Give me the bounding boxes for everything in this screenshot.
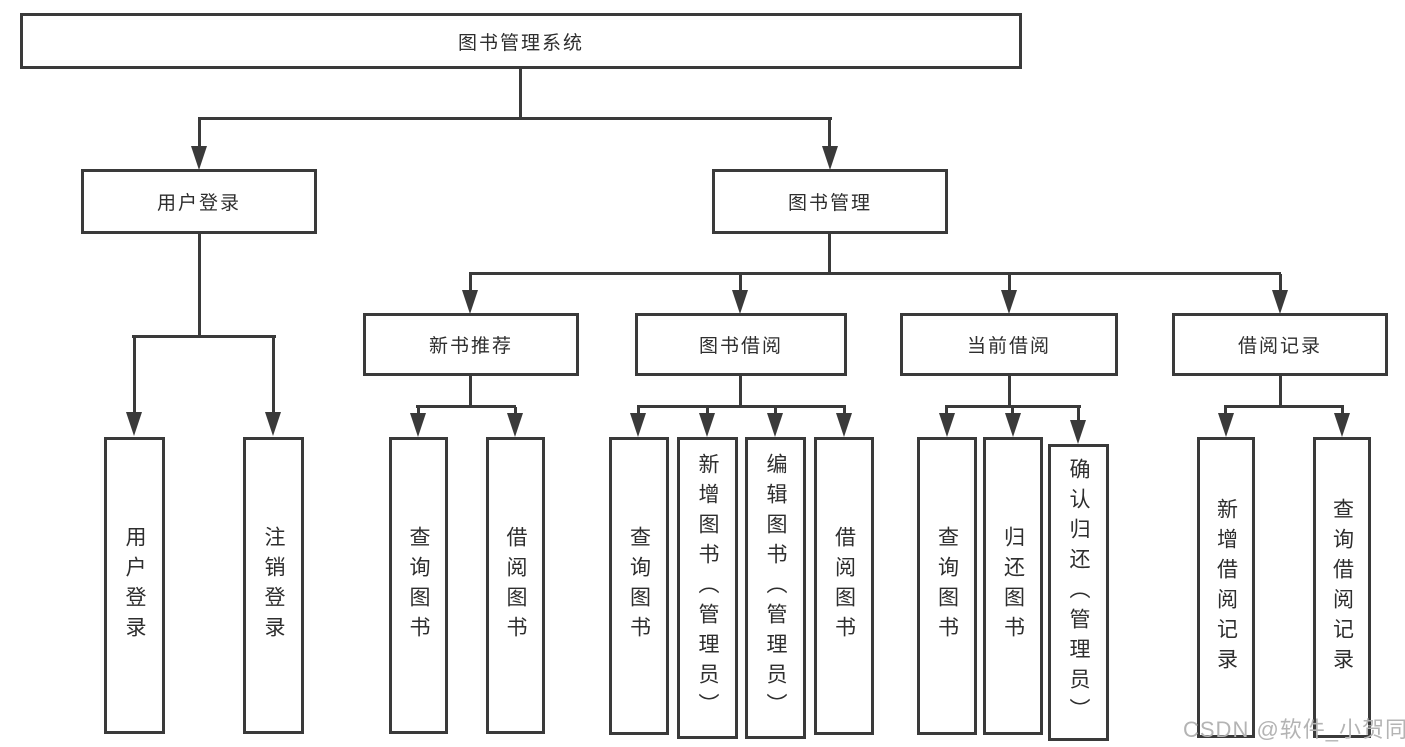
- node-user-login: 用户登录: [81, 169, 317, 234]
- leaf-borrowing-query-books: 查询图书: [609, 437, 669, 735]
- leaf-borrowing-borrow-books: 借阅图书: [814, 437, 874, 735]
- connector-line: [469, 272, 1281, 275]
- connector-line: [198, 117, 832, 120]
- leaf-label: 注销登录: [262, 525, 285, 646]
- connector-line: [1341, 407, 1344, 415]
- connector-line: [132, 335, 276, 338]
- arrow-down-icon: [836, 413, 852, 437]
- connector-line: [706, 407, 709, 415]
- connector-line: [1279, 376, 1282, 407]
- connector-line: [774, 407, 777, 415]
- connector-line: [739, 274, 742, 292]
- arrow-down-icon: [1218, 413, 1234, 437]
- connector-line: [739, 376, 742, 407]
- connector-line: [1008, 376, 1011, 407]
- connector-line: [469, 376, 472, 407]
- leaf-label: 编辑图书（管理员）: [764, 453, 787, 723]
- connector-line: [417, 407, 420, 415]
- arrow-down-icon: [1001, 290, 1017, 314]
- leaf-logout-login: 注销登录: [243, 437, 304, 734]
- leaf-current-query-books: 查询图书: [917, 437, 977, 735]
- arrow-down-icon: [699, 413, 715, 437]
- node-new-book-recommend: 新书推荐: [363, 313, 579, 376]
- arrow-down-icon: [630, 413, 646, 437]
- leaf-label: 查询图书: [627, 526, 651, 646]
- connector-line: [198, 233, 201, 337]
- leaf-label: 借阅图书: [832, 526, 856, 646]
- connector-line: [198, 119, 201, 149]
- arrow-down-icon: [732, 290, 748, 314]
- leaf-borrowing-add-books-admin: 新增图书（管理员）: [677, 437, 738, 739]
- arrow-down-icon: [126, 412, 142, 436]
- leaf-label: 查询图书: [407, 525, 430, 646]
- connector-line: [416, 405, 516, 408]
- connector-line: [272, 337, 275, 413]
- connector-line: [1008, 274, 1011, 292]
- connector-line: [1224, 405, 1344, 408]
- arrow-down-icon: [410, 413, 426, 437]
- connector-line: [514, 407, 517, 415]
- arrow-down-icon: [265, 412, 281, 436]
- arrow-down-icon: [462, 290, 478, 314]
- leaf-label: 查询图书: [935, 526, 959, 646]
- arrow-down-icon: [1005, 413, 1021, 437]
- node-book-management: 图书管理: [712, 169, 948, 234]
- connector-line: [469, 274, 472, 292]
- arrow-down-icon: [507, 413, 523, 437]
- leaf-current-confirm-return-admin: 确认归还（管理员）: [1048, 444, 1109, 741]
- arrow-down-icon: [822, 146, 838, 170]
- connector-line: [637, 405, 846, 408]
- leaf-recommend-query-books: 查询图书: [389, 437, 448, 734]
- connector-line: [519, 68, 522, 119]
- node-borrowing-records: 借阅记录: [1172, 313, 1388, 376]
- leaf-label: 查询借阅记录: [1330, 497, 1354, 678]
- leaf-label: 用户登录: [123, 525, 146, 646]
- leaf-recommend-borrow-books: 借阅图书: [486, 437, 545, 734]
- leaf-label: 新增图书（管理员）: [696, 453, 719, 723]
- arrow-down-icon: [939, 413, 955, 437]
- connector-line: [828, 233, 831, 274]
- leaf-current-return-books: 归还图书: [983, 437, 1043, 735]
- arrow-down-icon: [767, 413, 783, 437]
- leaf-label: 借阅图书: [504, 525, 527, 646]
- connector-line: [1279, 274, 1282, 292]
- connector-line: [828, 119, 831, 149]
- node-current-borrowing: 当前借阅: [900, 313, 1118, 376]
- leaf-label: 确认归还（管理员）: [1067, 457, 1090, 728]
- connector-line: [1224, 407, 1227, 415]
- arrow-down-icon: [1272, 290, 1288, 314]
- node-book-borrowing: 图书借阅: [635, 313, 847, 376]
- connector-line: [843, 407, 846, 415]
- node-library-management-system: 图书管理系统: [20, 13, 1022, 69]
- connector-line: [637, 407, 640, 415]
- leaf-label: 新增借阅记录: [1214, 497, 1238, 678]
- leaf-label: 归还图书: [1001, 526, 1025, 646]
- leaf-records-query-borrow-record: 查询借阅记录: [1313, 437, 1371, 738]
- arrow-down-icon: [1334, 413, 1350, 437]
- watermark: CSDN @软件_小贺同学: [1183, 717, 1405, 742]
- connector-line: [945, 407, 948, 415]
- connector-line: [945, 405, 1081, 408]
- leaf-borrowing-edit-books-admin: 编辑图书（管理员）: [745, 437, 806, 739]
- leaf-user-login: 用户登录: [104, 437, 165, 734]
- connector-line: [133, 337, 136, 413]
- leaf-records-add-borrow-record: 新增借阅记录: [1197, 437, 1255, 738]
- connector-line: [1077, 407, 1080, 421]
- arrow-down-icon: [191, 146, 207, 170]
- connector-line: [1011, 407, 1014, 415]
- arrow-down-icon: [1070, 420, 1086, 444]
